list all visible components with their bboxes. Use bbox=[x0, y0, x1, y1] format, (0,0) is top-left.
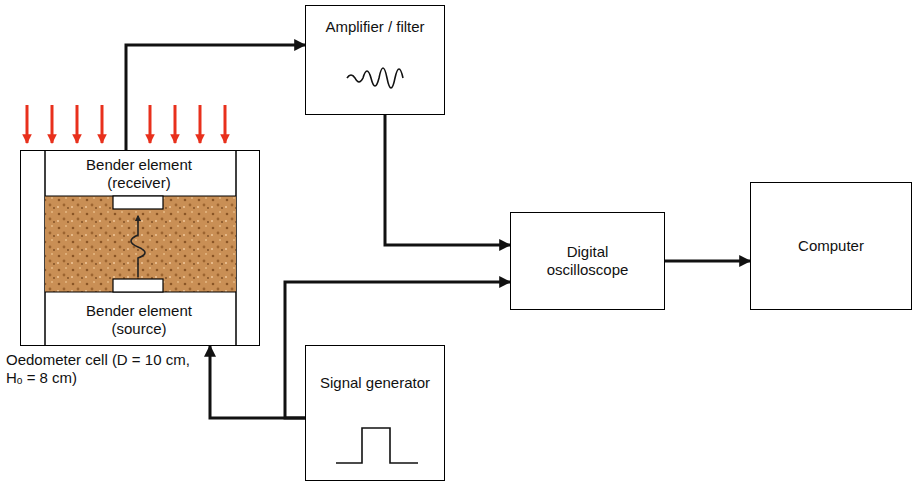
box-label: Digital oscilloscope bbox=[533, 243, 643, 279]
signal-wire bbox=[385, 115, 510, 245]
signal-wire bbox=[285, 282, 510, 418]
box-label: Bender element (receiver) bbox=[69, 156, 209, 192]
signal-generator-box: Signal generator bbox=[305, 345, 445, 481]
box-label: Computer bbox=[798, 237, 864, 255]
computer-box: Computer bbox=[750, 182, 912, 310]
filtered-wave-icon bbox=[347, 68, 403, 88]
bender-label: Bender element (receiver) bbox=[21, 151, 257, 197]
amplifier-box: Amplifier / filter bbox=[305, 5, 445, 115]
oedometer-cell: Oedometer cell (D = 10 cm, Hₒ = 8 cm)Ben… bbox=[20, 150, 260, 346]
signal-wire bbox=[126, 45, 305, 151]
bender-label: Bender element (source) bbox=[21, 297, 257, 343]
cell-caption: Oedometer cell (D = 10 cm, Hₒ = 8 cm) bbox=[6, 351, 206, 387]
soil-specimen bbox=[45, 196, 236, 292]
box-label: Signal generator bbox=[320, 374, 430, 392]
shear-wave bbox=[131, 216, 145, 277]
signal-wire bbox=[665, 260, 750, 263]
pulse-icon bbox=[336, 428, 418, 463]
bender-receiver bbox=[113, 196, 163, 209]
oscilloscope-box: Digital oscilloscope bbox=[510, 212, 665, 310]
box-label: Bender element (source) bbox=[69, 302, 209, 338]
box-label: Amplifier / filter bbox=[325, 18, 424, 36]
bender-source bbox=[113, 279, 163, 292]
signal-wire bbox=[210, 346, 305, 418]
